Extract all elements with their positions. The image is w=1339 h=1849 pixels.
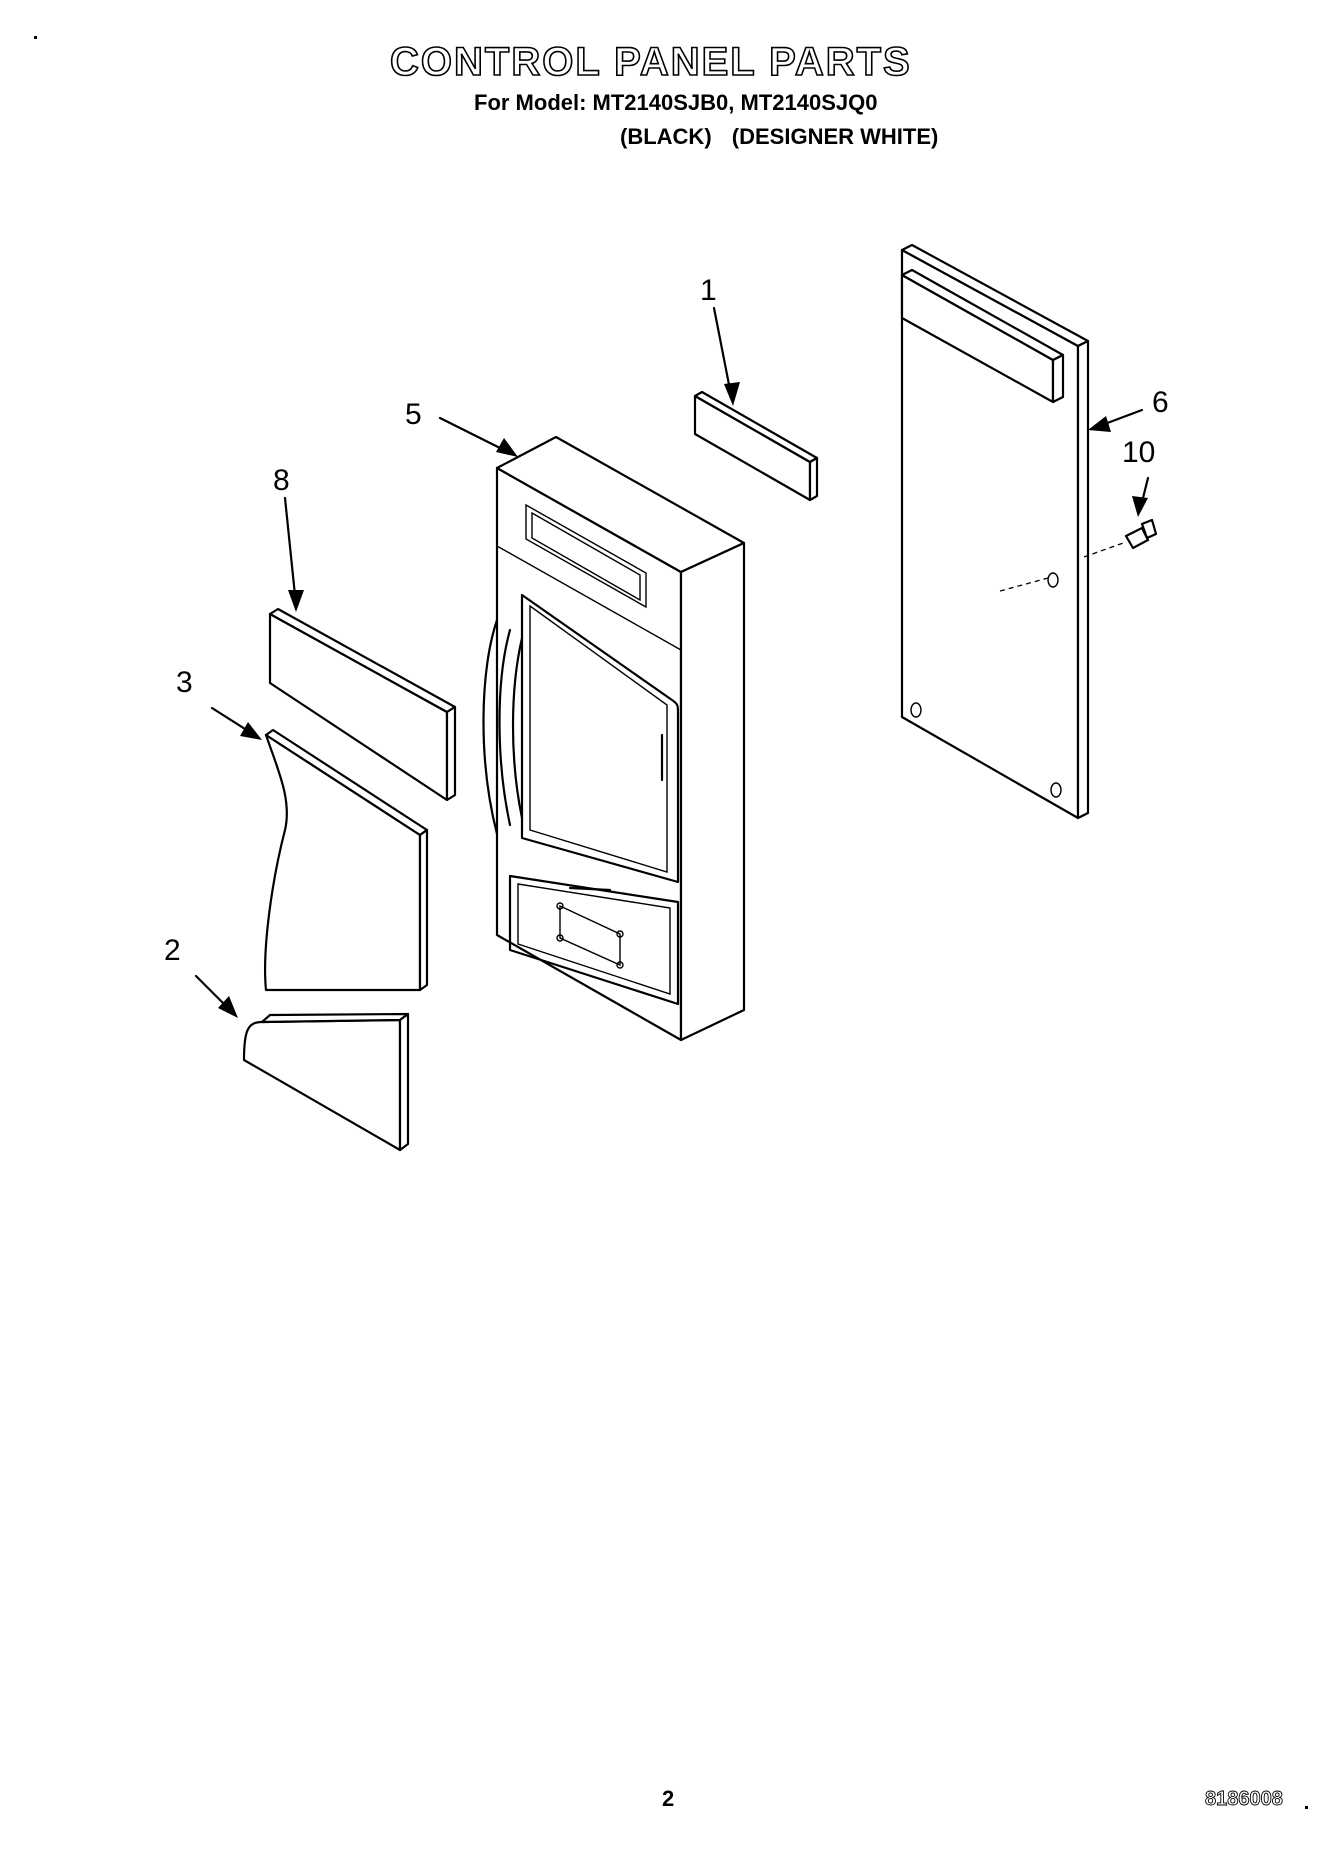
callout-10: 10 (1122, 436, 1155, 469)
page-number: 2 (662, 1786, 675, 1811)
callout-5: 5 (405, 398, 422, 431)
part-10-screw (1083, 518, 1158, 558)
variant-line: (BLACK) (DESIGNER WHITE) (620, 124, 938, 150)
variant-designer-white: (DESIGNER WHITE) (731, 124, 939, 149)
part-2-lower-panel (242, 1012, 410, 1152)
part-1-bar (693, 390, 819, 502)
callout-3: 3 (176, 666, 193, 699)
callout-2: 2 (164, 934, 181, 967)
model-line: For Model: MT2140SJB0, MT2140SJQ0 (474, 90, 878, 115)
part-5-housing (482, 435, 746, 1042)
variant-black: (BLACK) (620, 124, 712, 149)
callout-8: 8 (273, 464, 290, 497)
page-title: CONTROL PANEL PARTS (389, 39, 912, 85)
callout-1: 1 (700, 274, 717, 307)
part-8-overlay (268, 607, 457, 802)
callout-6: 6 (1152, 386, 1169, 419)
callout-arrows (194, 306, 1150, 1018)
document-code: 8186008 (1205, 1788, 1284, 1811)
footer-mark (1305, 1806, 1308, 1809)
part-3-window (264, 728, 429, 992)
callout-labels: 1 5 8 3 2 6 10 (164, 274, 1169, 967)
corner-mark (34, 36, 37, 39)
part-6-panel (900, 243, 1090, 820)
